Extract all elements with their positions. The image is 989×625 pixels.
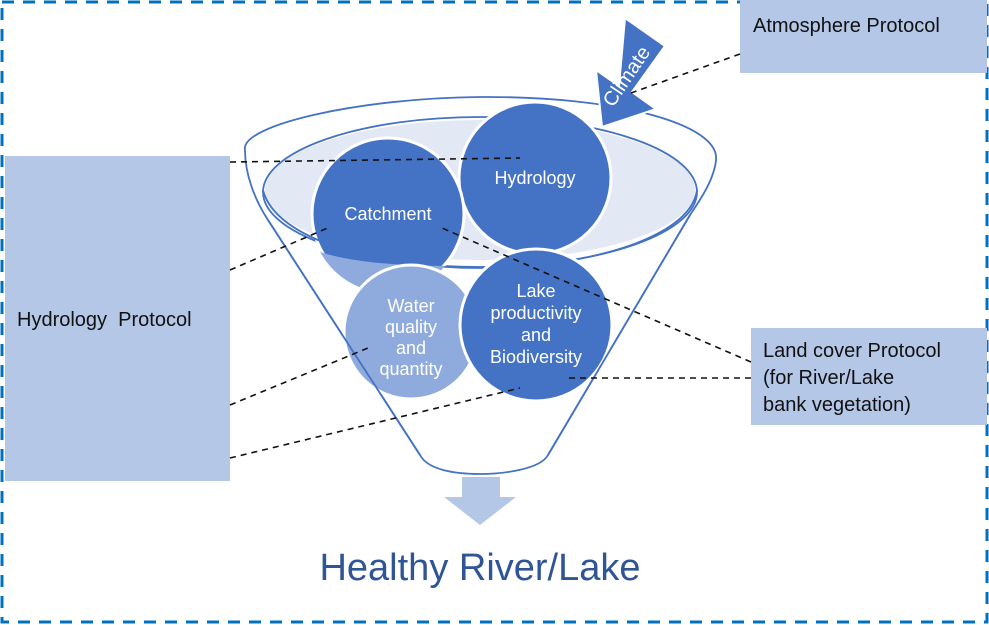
funnel-right-side xyxy=(547,214,691,456)
hydrology-protocol-label: Hydrology Protocol xyxy=(17,309,192,331)
leader-hydrology-protocol-to-lake-productivity xyxy=(229,387,521,459)
leader-atmosphere-to-climate xyxy=(630,53,741,94)
water-quality-label-line-4: quantity xyxy=(379,359,442,379)
leader-land-cover-to-catchment xyxy=(441,227,752,363)
leader-hydrology-protocol-to-water-quality xyxy=(229,347,369,406)
climate-arrow: Climate xyxy=(594,16,667,129)
water-quality-label-line-1: Water xyxy=(387,296,434,316)
funnel-rim-front xyxy=(262,189,698,269)
leader-lines xyxy=(229,53,752,459)
land-cover-protocol-label-line-3: bank vegetation) xyxy=(763,394,911,416)
lake-productivity-circle xyxy=(458,247,614,403)
atmosphere-protocol-rect xyxy=(740,0,987,73)
land-cover-protocol-rect xyxy=(751,328,987,425)
leader-hydrology-protocol-to-hydrology xyxy=(229,157,521,163)
atmosphere-protocol-box: Atmosphere Protocol xyxy=(740,0,987,73)
leader-hydrology-protocol-to-catchment xyxy=(229,226,331,271)
outcome-title: Healthy River/Lake xyxy=(319,547,640,589)
water-quality-label-line-2: quality xyxy=(385,317,437,337)
climate-arrow-shape xyxy=(594,16,667,129)
funnel-left-side xyxy=(267,219,421,456)
component-lake-productivity: Lake productivity and Biodiversity xyxy=(458,247,614,403)
hydrology-label: Hydrology xyxy=(494,168,575,188)
hydrology-protocol-rect xyxy=(5,156,230,481)
lake-productivity-label-line-1: Lake xyxy=(516,281,555,301)
funnel-outline xyxy=(244,96,717,475)
component-water-quality: Water quality and quantity xyxy=(342,263,480,401)
output-arrow-icon xyxy=(444,477,516,525)
lake-productivity-label-line-4: Biodiversity xyxy=(490,347,582,367)
atmosphere-protocol-label: Atmosphere Protocol xyxy=(753,15,940,37)
land-cover-protocol-label-line-1: Land cover Protocol xyxy=(763,340,941,362)
hydrology-protocol-box: Hydrology Protocol xyxy=(5,156,230,481)
component-hydrology: Hydrology xyxy=(457,100,613,256)
land-cover-protocol-box: Land cover Protocol (for River/Lake bank… xyxy=(751,328,987,425)
lake-productivity-label-line-3: and xyxy=(521,325,551,345)
land-cover-protocol-label-line-2: (for River/Lake xyxy=(763,367,894,389)
water-quality-label-line-3: and xyxy=(396,338,426,358)
catchment-label: Catchment xyxy=(344,204,431,224)
lake-productivity-label-line-2: productivity xyxy=(490,303,581,323)
